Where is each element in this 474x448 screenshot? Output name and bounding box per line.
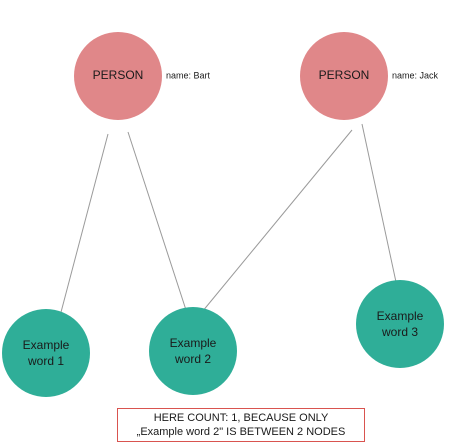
word-3-label-line2: word 3 — [381, 325, 418, 339]
word-2-label-line2: word 2 — [174, 352, 211, 366]
node-example-word-1[interactable]: Example word 1 — [2, 309, 90, 397]
edge-jack-word3 — [361, 123, 397, 283]
word-1-label-line1: Example — [23, 338, 70, 352]
person-bart-circle — [74, 32, 162, 120]
node-example-word-3[interactable]: Example word 3 — [356, 280, 444, 368]
edge-jack-word2 — [201, 129, 353, 313]
person-jack-circle — [300, 32, 388, 120]
annotation-note: HERE COUNT: 1, BECAUSE ONLY „Example wor… — [117, 408, 365, 442]
word-2-label-line1: Example — [170, 336, 217, 350]
person-bart-property: name: Bart — [166, 70, 211, 80]
node-person-jack[interactable]: PERSON name: Jack — [300, 32, 439, 120]
word-1-label-line2: word 1 — [27, 354, 64, 368]
word-3-circle — [356, 280, 444, 368]
person-jack-property: name: Jack — [392, 70, 439, 80]
edge-bart-word2 — [127, 131, 187, 311]
node-example-word-2[interactable]: Example word 2 — [149, 307, 237, 395]
person-jack-label: PERSON — [319, 68, 370, 82]
annotation-note-line2: „Example word 2" IS BETWEEN 2 NODES — [136, 426, 346, 438]
word-2-circle — [149, 307, 237, 395]
node-person-bart[interactable]: PERSON name: Bart — [74, 32, 211, 120]
person-bart-label: PERSON — [93, 68, 144, 82]
edge-bart-word1 — [59, 133, 109, 317]
annotation-note-line1: HERE COUNT: 1, BECAUSE ONLY — [153, 412, 329, 424]
word-3-label-line1: Example — [377, 309, 424, 323]
word-1-circle — [2, 309, 90, 397]
